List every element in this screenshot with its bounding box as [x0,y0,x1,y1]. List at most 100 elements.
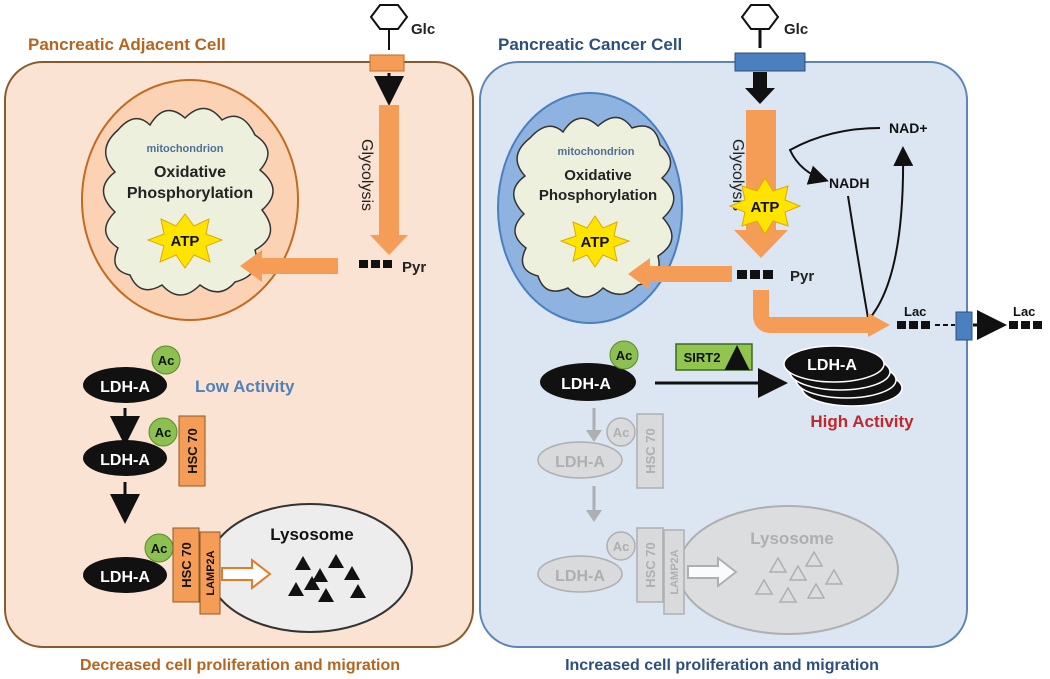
glycolysis-label-right: Glycolysis [729,139,746,211]
peptide-fragment-8 [304,576,320,590]
oxphos-line1-right: Oxidative [564,167,632,184]
faded-fragment-2 [788,564,808,581]
sirt2-label: SIRT2 [684,350,721,365]
acetyl-tag-left-2 [148,417,178,447]
ldha-tetramer-front [783,345,885,383]
faded-ac-label-2: Ac [613,539,630,554]
oxphos-line2-left: Phosphorylation [127,185,253,202]
ldha-label-left-2: LDH-A [100,452,150,469]
ac-label-left-1: Ac [158,353,175,368]
lac-block-in-2 [909,321,918,329]
faded-lysosome-label: Lysosome [750,529,833,548]
peptide-fragment-2 [312,568,328,582]
lac-block-out-2 [1021,321,1030,329]
faded-ac-label-1: Ac [613,425,630,440]
pyr-block-right-3 [763,270,773,279]
glc-arrow-head-right [745,88,775,104]
ac-label-left-2: Ac [155,425,172,440]
glc-arrow-shaft-right [753,72,767,88]
low-activity-label: Low Activity [195,377,295,396]
faded-translocation-arrow [687,555,738,589]
peptide-fragment-6 [318,588,334,602]
adjacent-cell-title: Pancreatic Adjacent Cell [28,35,226,54]
acetyl-tag-right-1 [609,340,639,370]
glycolysis-shaft-left [379,105,399,235]
pyr-to-mito-head-right [628,258,650,290]
cancer-cell-footer: Increased cell proliferation and migrati… [565,657,879,674]
faded-hsc70-label-2: HSC 70 [643,542,658,588]
faded-ldha-label-2: LDH-A [555,568,605,585]
ac-label-right-1: Ac [616,348,633,363]
ldha-tetramer-label: LDH-A [807,357,857,374]
lac-block-out-1 [1009,321,1018,329]
ldha-label-right-1: LDH-A [561,376,611,393]
high-activity-label: High Activity [810,412,914,431]
peptide-fragment-3 [328,554,344,568]
peptide-fragment-4 [344,566,360,580]
pyr-block-right-2 [750,270,760,279]
glucose-transporter-right [734,52,806,72]
faded-hsc70-label-1: HSC 70 [643,428,658,474]
acetyl-tag-left-1 [151,345,181,375]
lac-label-inside: Lac [904,304,926,319]
glycolysis-head-right [734,230,788,258]
lysosome-label-left: Lysosome [270,525,353,544]
nadh-label: NADH [829,175,869,191]
ldha-left-1 [83,367,167,403]
faded-acetyl-tag-1 [606,417,636,447]
ldha-label-left-1: LDH-A [100,379,150,396]
peptide-fragment-5 [288,582,304,596]
glucose-hexagon-right [740,4,780,30]
translocation-arrow-left [221,557,272,591]
pyr-to-mito-shaft-left [262,258,338,274]
peptide-fragment-7 [350,584,366,598]
mitochondrion-label-right: mitochondrion [558,146,635,158]
glucose-transporter-left [369,54,405,72]
adjacent-cell-footer: Decreased cell proliferation and migrati… [80,657,400,674]
faded-acetyl-tag-2 [606,531,636,561]
pyr-block-left-3 [383,260,392,268]
oxphos-line1-left: Oxidative [154,164,226,181]
faded-hsc70-2 [636,527,664,603]
hsc70-chaperone-left-2 [172,527,200,603]
ldha-right-1 [540,363,636,401]
pyr-block-right-1 [737,270,747,279]
faded-fragment-4 [754,578,774,595]
pyr-block-left-2 [371,260,380,268]
peptide-fragment-1 [295,556,311,570]
pyr-label-right: Pyr [790,268,814,285]
lactate-transporter [955,311,973,341]
pyr-to-lac-head [868,313,890,337]
oxphos-line2-right: Phosphorylation [539,187,657,204]
pyr-to-mito-head-left [240,250,262,282]
faded-degradation-pathway: LDH-A Ac HSC 70 Lysosome LAMP2A LDH-A Ac [537,408,899,635]
cancer-cell-panel: Pancreatic Cancer Cell Increased cell pr… [479,4,1042,674]
lac-block-in-3 [921,321,930,329]
pyr-block-left-1 [359,260,368,268]
pyr-to-lac-arrow [753,290,870,333]
atp-label-left: ATP [171,233,200,250]
faded-ldha-2 [537,555,623,593]
faded-fragment-7 [824,568,844,585]
faded-arrow-head-1 [586,430,602,442]
hsc70-label-left-1: HSC 70 [185,428,200,474]
faded-lamp2a [663,529,685,615]
faded-fragment-6 [806,582,826,599]
faded-arrow-head-2 [586,510,602,522]
faded-hsc70-1 [636,413,664,489]
lac-to-nad-curve [869,146,914,319]
glycolysis-head-left [370,235,408,255]
nad-plus-label: NAD+ [889,120,928,136]
ldha-left-2 [83,440,167,476]
faded-ldha-1 [537,441,623,479]
pyr-to-mito-shaft-right [650,266,732,282]
mitochondrion-label-left: mitochondrion [147,143,224,155]
faded-lamp2a-label: LAMP2A [669,549,681,594]
faded-fragment-1 [768,556,788,573]
lamp2a-receptor-left [199,531,221,615]
glc-label-left: Glc [411,21,435,38]
ldha-left-3 [83,557,167,593]
nadh-to-lac-curve [847,195,869,319]
glycolysis-label-left: Glycolysis [358,139,375,211]
